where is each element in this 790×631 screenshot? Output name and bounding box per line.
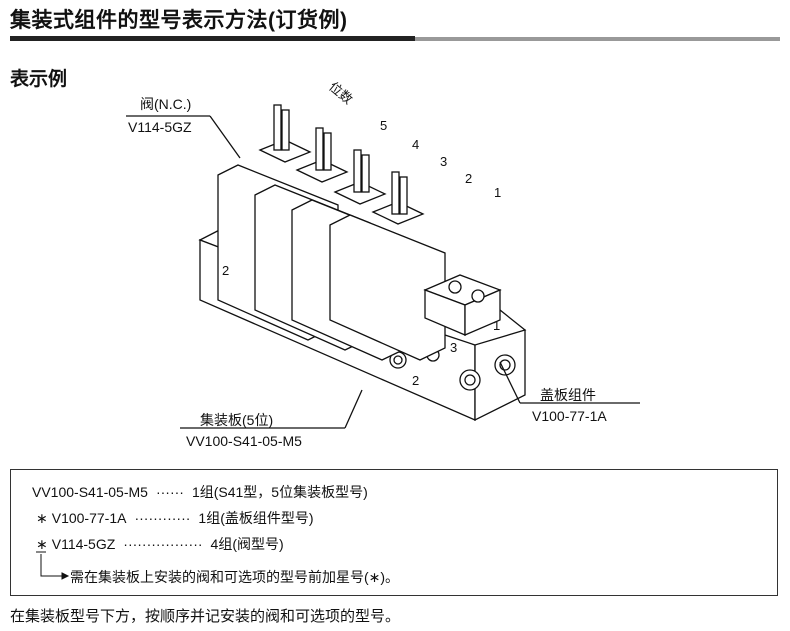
order-dots: ················· [123, 536, 203, 552]
valves [217, 104, 446, 361]
order-row: ∗ V100-77-1A ············ 1组(盖板组件型号) [36, 508, 314, 528]
order-dots: ······ [155, 484, 184, 500]
title-rule-gray [415, 37, 780, 41]
port-label: 2 [412, 373, 419, 388]
station-number: 1 [494, 185, 501, 200]
port-label: 3 [450, 340, 457, 355]
title-rule [10, 36, 415, 41]
station-number: 5 [380, 118, 387, 133]
valve-label: 阀(N.C.) [140, 96, 192, 112]
station-number: 2 [465, 171, 472, 186]
order-desc: 4组(阀型号) [210, 536, 284, 552]
cover-label: 盖板组件 [540, 387, 596, 403]
cover-block [423, 274, 502, 336]
valve-model: V114-5GZ [128, 119, 192, 135]
station-number: 3 [440, 154, 447, 169]
leader-lines [126, 115, 640, 429]
station-number: 4 [412, 137, 419, 152]
order-row: VV100-S41-05-M5 ······ 1组(S41型，5位集装板型号) [32, 482, 368, 502]
order-note: 需在集装板上安装的阀和可选项的型号前加星号(∗)。 [70, 569, 400, 585]
order-prefix: ∗ [36, 536, 48, 552]
section-title: 表示例 [10, 69, 68, 90]
order-dots: ············ [134, 510, 191, 526]
page-title: 集装式组件的型号表示方法(订货例) [10, 9, 348, 32]
order-model: VV100-S41-05-M5 [32, 484, 148, 500]
manifold-model: VV100-S41-05-M5 [186, 433, 302, 449]
footer-text: 在集装板型号下方，按顺序并记安装的阀和可选项的型号。 [10, 608, 401, 625]
order-prefix: ∗ [36, 510, 48, 526]
order-model: V100-77-1A [51, 510, 127, 526]
order-example-box [10, 469, 778, 596]
order-desc: 1组(盖板组件型号) [198, 510, 314, 526]
order-model: V114-5GZ [51, 536, 116, 552]
manifold-illustration: 位数 5 4 3 2 1 2 2 3 1 [126, 79, 640, 429]
order-row: ∗ V114-5GZ ················· 4组(阀型号) [36, 534, 284, 554]
order-desc: 1组(S41型，5位集装板型号) [191, 484, 368, 500]
port-label: 2 [222, 263, 229, 278]
manifold-label: 集装板(5位) [200, 412, 274, 428]
cover-model: V100-77-1A [532, 408, 607, 424]
port-label: 1 [493, 318, 500, 333]
